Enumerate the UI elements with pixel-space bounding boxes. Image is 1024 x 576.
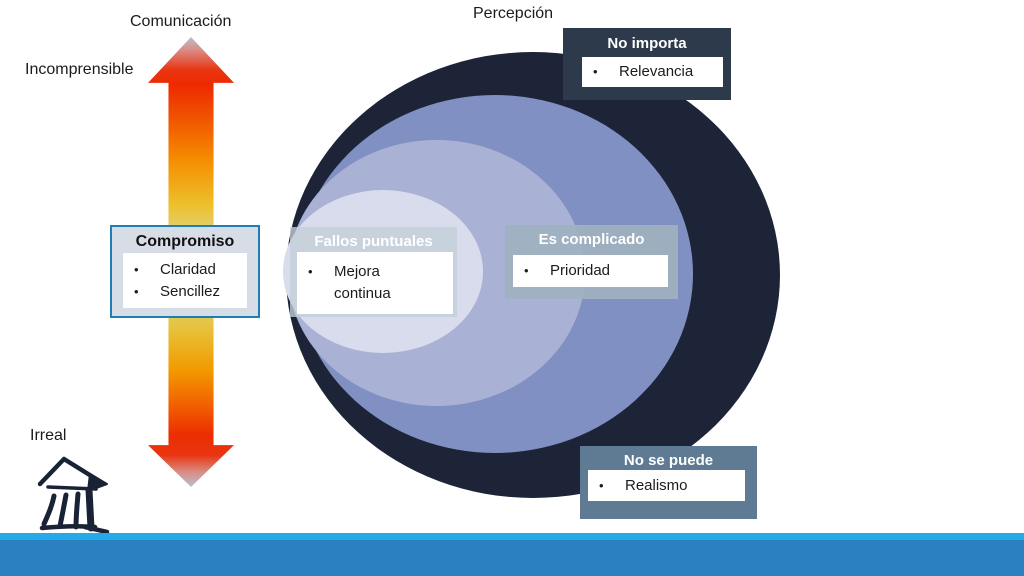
list-item-text: Claridad: [160, 260, 216, 278]
bullet-glyph: •: [134, 283, 139, 299]
label-irreal: Irreal: [30, 427, 67, 444]
callout-body: • Prioridad: [513, 255, 668, 287]
label-comunicacion: Comunicación: [130, 13, 232, 30]
callout-body: • Claridad • Sencillez: [123, 253, 247, 308]
list-item: • Relevancia: [582, 61, 723, 83]
list-item-text: Sencillez: [160, 282, 221, 300]
callout-es-complicado: Es complicado • Prioridad: [505, 225, 678, 299]
list-item-text: Relevancia: [619, 63, 694, 80]
bullet-glyph: •: [134, 261, 139, 277]
label-incomprensible: Incomprensible: [25, 61, 134, 78]
callout-body: • Realismo: [588, 470, 745, 501]
callout-body: • Mejora continua: [297, 252, 453, 314]
footer-accent-line: [0, 533, 1024, 540]
callout-title: Fallos puntuales: [314, 233, 433, 250]
callout-no-se-puede: No se puede • Realismo: [580, 446, 757, 519]
list-item: • Sencillez: [123, 281, 247, 303]
callout-compromiso: Compromiso • Claridad • Sencillez: [110, 225, 260, 318]
bullet-glyph: •: [308, 264, 313, 279]
bullet-glyph: •: [524, 263, 529, 278]
callout-title: Es complicado: [538, 231, 645, 248]
list-item: • Claridad: [123, 259, 247, 281]
list-item: • Mejora continua: [297, 261, 453, 305]
label-percepcion: Percepción: [473, 5, 554, 22]
bullet-glyph: •: [599, 477, 604, 493]
list-item: • Realismo: [588, 475, 745, 497]
callout-body: • Relevancia: [582, 57, 723, 87]
list-item-text: Mejora continua: [334, 263, 391, 302]
callout-title: No se puede: [623, 452, 714, 469]
list-item: • Prioridad: [513, 260, 668, 282]
footer-bar: [0, 540, 1024, 576]
bullet-glyph: •: [593, 64, 598, 79]
temple-logo-icon: [37, 456, 110, 533]
callout-title: Compromiso: [135, 233, 235, 250]
callout-title: No importa: [607, 35, 687, 52]
callout-fallos-puntuales: Fallos puntuales • Mejora continua: [290, 227, 457, 317]
callout-no-importa: No importa • Relevancia: [563, 28, 731, 100]
list-item-text: Realismo: [625, 476, 688, 494]
list-item-text: Prioridad: [550, 262, 611, 279]
